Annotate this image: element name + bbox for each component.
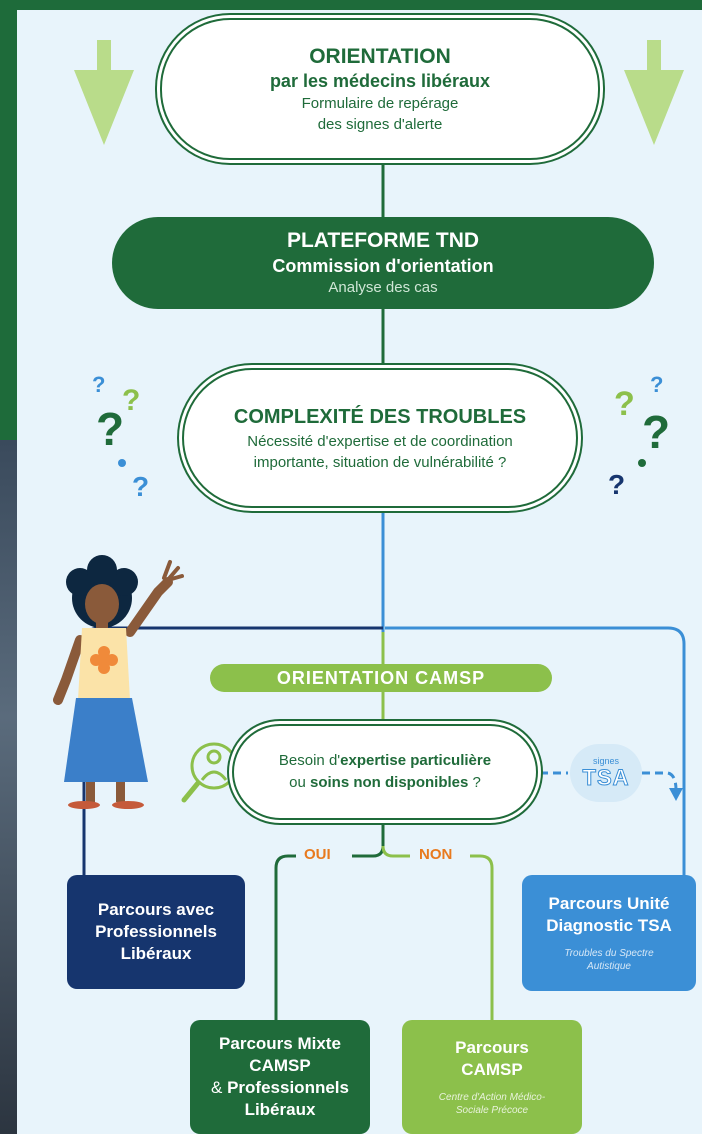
plateforme-title: PLATEFORME TND (286, 229, 480, 252)
complexite-line2: importante, situation de vulnérabilité ? (253, 454, 507, 471)
card-liberaux-label: Parcours avec Professionnels Libéraux (95, 900, 217, 963)
down-arrow-left-icon (74, 40, 134, 145)
card-mixte-l2: CAMSP (249, 1056, 311, 1075)
svg-text:?: ? (132, 471, 149, 502)
tsa-badge-big: TSA (582, 765, 630, 790)
svg-text:?: ? (650, 372, 663, 397)
plateforme-line1: Analyse des cas (328, 279, 438, 296)
besoin-box: Besoin d'expertise particulière ou soins… (232, 724, 538, 820)
card-mixte-l3wrap: & Professionnels (211, 1077, 349, 1099)
orientation-line2: des signes d'alerte (317, 115, 443, 133)
card-unite-sub: Troubles du Spectre Autistique (564, 948, 654, 972)
card-unite-title: Parcours Unité Diagnostic TSA (546, 894, 672, 935)
orientation-camsp-label: ORIENTATION CAMSP (276, 667, 486, 688)
card-liberaux: Parcours avec Professionnels Libéraux (67, 875, 245, 989)
svg-text:?: ? (96, 403, 124, 455)
complexite-line1: Nécessité d'expertise et de coordination (247, 433, 513, 450)
tsa-badge-small: signes (592, 756, 619, 766)
besoin-prefix: Besoin d' (278, 752, 341, 769)
svg-text:?: ? (614, 385, 635, 423)
besoin-bold2: soins non disponibles (310, 774, 469, 791)
card-mixte-l1: Parcours Mixte (219, 1034, 341, 1053)
complexite-box: COMPLEXITÉ DES TROUBLES Nécessité d'expe… (182, 368, 578, 508)
besoin-bold1: expertise particulière (340, 752, 492, 769)
card-camsp-title: Parcours CAMSP (455, 1038, 529, 1079)
complexite-title: COMPLEXITÉ DES TROUBLES (233, 406, 527, 428)
card-unite-tsa: Parcours Unité Diagnostic TSA Troubles d… (522, 875, 696, 991)
card-camsp: Parcours CAMSP Centre d'Action Médico-So… (402, 1020, 582, 1134)
besoin-mid: ou (289, 774, 310, 791)
plateforme-box: PLATEFORME TND Commission d'orientation … (112, 217, 654, 309)
card-mixte-l3: Professionnels (227, 1078, 349, 1097)
besoin-line1: Besoin d'expertise particulière (279, 750, 491, 772)
besoin-line2: ou soins non disponibles ? (289, 772, 481, 794)
svg-text:?: ? (92, 372, 105, 397)
background-photo-strip (0, 440, 20, 1134)
card-mixte-amp: & (211, 1078, 228, 1097)
besoin-suffix: ? (468, 774, 481, 791)
card-camsp-sub: Centre d'Action Médico-Sociale Précoce (438, 1092, 546, 1116)
svg-text:?: ? (608, 469, 625, 500)
svg-text:?: ? (642, 406, 670, 458)
orientation-title: ORIENTATION (309, 44, 451, 68)
orientation-line1: Formulaire de repérage (301, 94, 459, 112)
svg-text:?: ? (122, 384, 140, 417)
search-person-icon (181, 742, 238, 803)
card-mixte: Parcours Mixte CAMSP & Professionnels Li… (190, 1020, 370, 1134)
oui-label: OUI (300, 846, 335, 863)
down-arrow-right-icon (624, 40, 684, 145)
girl-illustration (53, 555, 184, 809)
plateforme-subtitle: Commission d'orientation (272, 256, 494, 276)
orientation-subtitle: par les médecins libéraux (269, 70, 491, 91)
tsa-badge: signes TSA (570, 744, 642, 802)
card-mixte-l4: Libéraux (244, 1100, 316, 1119)
orientation-box: ORIENTATION par les médecins libéraux Fo… (160, 18, 600, 160)
orientation-camsp-banner: ORIENTATION CAMSP (210, 664, 552, 692)
non-label: NON (415, 846, 457, 863)
